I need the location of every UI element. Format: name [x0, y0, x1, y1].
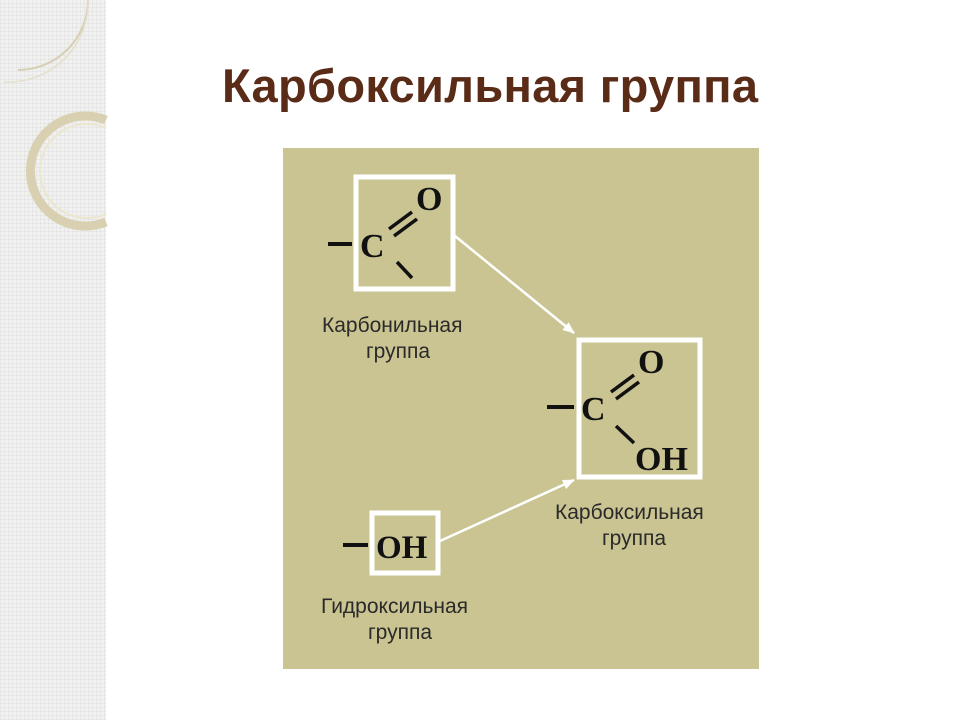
- decorative-rings: [3, 0, 108, 231]
- carbonyl-caption-line2: группа: [366, 340, 430, 363]
- hydroxyl-group: OH Гидроксильная группа: [321, 510, 468, 644]
- carbonyl-box: [353, 174, 456, 292]
- carboxyl-double-bond-b: [614, 380, 641, 401]
- carbonyl-caption-line1: Карбонильная: [322, 314, 462, 337]
- carboxyl-caption-line1: Карбоксильная: [555, 501, 704, 524]
- carbonyl-carbon-atom: C: [360, 228, 385, 265]
- hydroxyl-caption-line2: группа: [368, 621, 432, 644]
- carbonyl-oxygen-atom: O: [416, 181, 442, 218]
- carbonyl-double-bond-a: [387, 210, 414, 231]
- carbonyl-open-bond: [395, 260, 414, 280]
- carboxyl-carbon-atom: C: [581, 391, 606, 428]
- carbonyl-group: C O Карбонильная группа: [322, 174, 462, 363]
- carbonyl-double-bond-b: [392, 217, 419, 238]
- carboxyl-group: C O OH Карбоксильная группа: [547, 337, 704, 550]
- carboxyl-double-bond-a: [609, 373, 636, 394]
- carboxyl-formation-diagram: C O Карбонильная группа OH Гидроксильная…: [321, 174, 704, 644]
- carboxyl-caption-line2: группа: [602, 527, 666, 550]
- diagram-panel: C O Карбонильная группа OH Гидроксильная…: [283, 148, 759, 669]
- arrow-carbonyl-to-carboxyl: [454, 235, 575, 334]
- hydroxyl-formula: OH: [376, 530, 428, 566]
- carboxyl-oxygen-atom: O: [638, 344, 664, 381]
- hydroxyl-caption-line1: Гидроксильная: [321, 595, 468, 618]
- carboxyl-hydroxyl-atoms: OH: [635, 441, 688, 478]
- hydroxyl-box: [369, 510, 441, 576]
- slide-title: Карбоксильная группа: [222, 59, 759, 112]
- carboxyl-single-bond: [614, 424, 636, 445]
- arrow-hydroxyl-to-carboxyl: [439, 478, 575, 543]
- carboxyl-box: [576, 337, 703, 480]
